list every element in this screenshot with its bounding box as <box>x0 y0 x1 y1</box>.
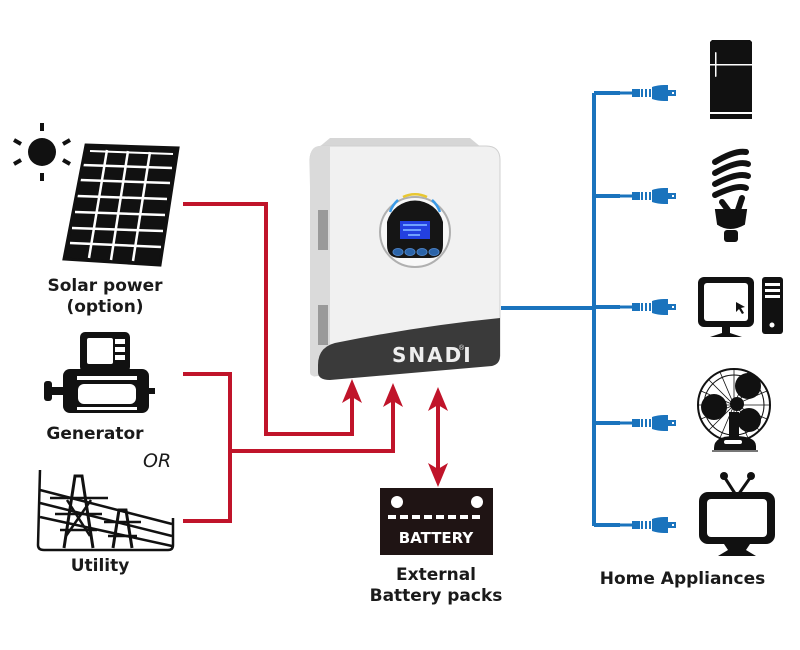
inverter-button <box>428 248 440 256</box>
computer-icon <box>698 277 783 337</box>
solar-input-arrow <box>342 379 362 403</box>
light-bulb-icon <box>712 148 751 242</box>
or-text: OR <box>143 450 172 472</box>
solar-label-line1: Solar power <box>47 276 163 296</box>
fan-icon <box>697 368 771 452</box>
battery-link <box>428 387 448 487</box>
refrigerator-icon <box>710 40 752 119</box>
inverter-button <box>416 248 428 256</box>
battery-text: BATTERY <box>399 529 475 547</box>
television-icon <box>699 472 775 556</box>
plug-icon <box>618 415 676 431</box>
generator-label: Generator <box>46 424 144 444</box>
generator-icon <box>44 332 155 413</box>
battery-icon: BATTERY <box>380 488 493 555</box>
inverter-button <box>404 248 416 256</box>
ac-input-arrow <box>383 383 403 407</box>
generator-wire <box>183 372 232 523</box>
sun-icon <box>13 123 71 181</box>
inverter-unit: SNADI ® <box>309 138 501 380</box>
plug-icon <box>618 188 676 204</box>
battery-label: External Battery packs <box>366 565 506 607</box>
plug-icon <box>618 517 676 533</box>
home-appliances-label: Home Appliances <box>599 569 766 589</box>
ac-input-wire <box>230 395 395 453</box>
vent-icon <box>318 210 328 250</box>
plug-icon <box>618 299 676 315</box>
battery-label-line1: External <box>395 565 477 585</box>
solar-label-line2: (option) <box>66 297 144 317</box>
plug-icon <box>618 85 676 101</box>
brand-logo: SNADI <box>392 343 473 367</box>
registered-mark: ® <box>459 344 465 352</box>
solar-label: Solar power (option) <box>40 276 170 318</box>
battery-arrow-up <box>428 387 448 411</box>
output-wires <box>501 91 620 527</box>
power-tower-icon <box>36 469 175 552</box>
battery-arrow-down <box>428 463 448 487</box>
vent-icon <box>318 305 328 345</box>
solar-wire <box>183 202 354 436</box>
plugs <box>618 85 676 533</box>
utility-label: Utility <box>70 556 130 576</box>
input-arrows <box>342 379 403 407</box>
inverter-button <box>392 248 404 256</box>
battery-label-line2: Battery packs <box>369 586 503 606</box>
solar-panel-icon <box>62 143 180 267</box>
input-wires <box>183 202 395 523</box>
